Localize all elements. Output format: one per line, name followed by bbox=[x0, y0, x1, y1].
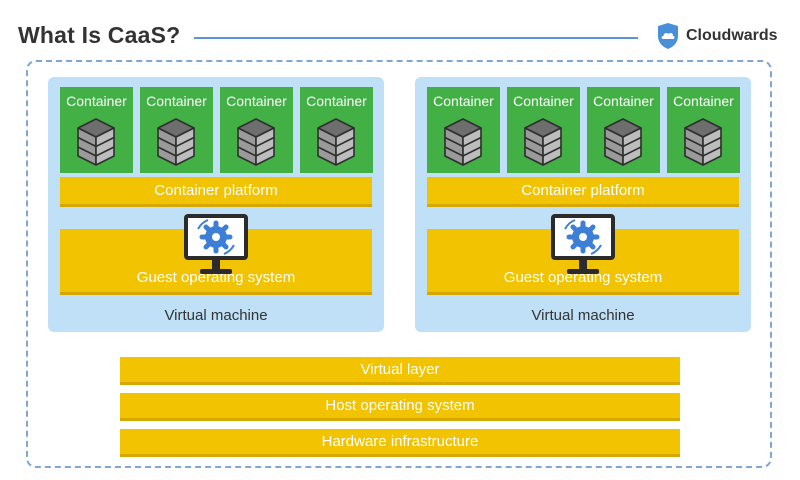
container-stack-icon bbox=[237, 118, 275, 166]
container-platform-bar: Container platform bbox=[60, 177, 372, 207]
container-4: Container bbox=[300, 87, 373, 173]
container-label: Container bbox=[226, 93, 287, 109]
cloud-shield-icon bbox=[658, 23, 678, 49]
container-label: Container bbox=[513, 93, 574, 109]
virtual-machine-label: Virtual machine bbox=[164, 307, 268, 324]
brand-logo: Cloudwards bbox=[656, 22, 778, 50]
page-title: What Is CaaS? bbox=[18, 22, 181, 48]
container-6: Container bbox=[507, 87, 580, 173]
container-label: Container bbox=[433, 93, 494, 109]
container-stack-icon bbox=[684, 118, 722, 166]
container-7: Container bbox=[587, 87, 660, 173]
hardware-infrastructure-bar: Hardware infrastructure bbox=[120, 429, 680, 457]
container-stack-icon bbox=[444, 118, 482, 166]
container-2: Container bbox=[140, 87, 213, 173]
virtual-layer-bar: Virtual layer bbox=[120, 357, 680, 385]
guest-os-label: Guest operating system bbox=[136, 269, 296, 286]
monitor-gear-icon bbox=[184, 214, 248, 274]
container-label: Container bbox=[673, 93, 734, 109]
virtual-machine-1: Container Container Container Container bbox=[48, 77, 384, 332]
brand-name: Cloudwards bbox=[686, 27, 778, 44]
container-1: Container bbox=[60, 87, 133, 173]
container-5: Container bbox=[427, 87, 500, 173]
container-label: Container bbox=[66, 93, 127, 109]
container-stack-icon bbox=[77, 118, 115, 166]
container-stack-icon bbox=[157, 118, 195, 166]
container-platform-bar: Container platform bbox=[427, 177, 739, 207]
container-label: Container bbox=[146, 93, 207, 109]
virtual-machine-2: Container Container Container Container bbox=[415, 77, 751, 332]
host-os-bar: Host operating system bbox=[120, 393, 680, 421]
monitor-gear-icon bbox=[551, 214, 615, 274]
virtual-machine-label: Virtual machine bbox=[531, 307, 635, 324]
container-stack-icon bbox=[524, 118, 562, 166]
title-divider bbox=[194, 37, 638, 39]
container-stack-icon bbox=[604, 118, 642, 166]
host-boundary bbox=[26, 60, 772, 468]
container-8: Container bbox=[667, 87, 740, 173]
guest-os-label: Guest operating system bbox=[503, 269, 663, 286]
container-stack-icon bbox=[317, 118, 355, 166]
container-3: Container bbox=[220, 87, 293, 173]
container-label: Container bbox=[306, 93, 367, 109]
container-label: Container bbox=[593, 93, 654, 109]
